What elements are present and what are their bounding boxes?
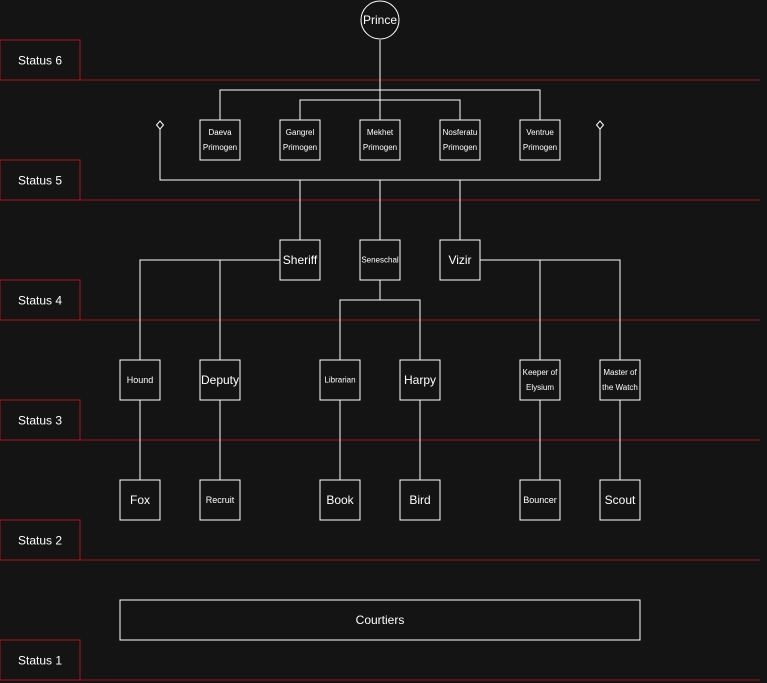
node-label: Seneschal [361,256,399,265]
node-label: Primogen [363,143,397,152]
node-label: Master of [603,368,637,377]
node-harpy[interactable]: Harpy [399,359,441,401]
connector-line [380,299,421,360]
node-label: Daeva [208,128,232,137]
status-label-s5: Status 5 [0,159,81,201]
edge-layer [139,40,621,480]
node-label: Courtiers [356,613,405,627]
node-scout[interactable]: Scout [599,479,641,521]
node-recruit[interactable]: Recruit [199,479,241,521]
diamond-end-icon [155,120,165,130]
node-label: Ventrue [526,128,554,137]
node-label: Primogen [523,143,557,152]
status-label-s1: Status 1 [0,639,81,681]
node-label: Mekhet [367,128,394,137]
node-label: Fox [130,493,150,507]
node-book[interactable]: Book [319,479,361,521]
node-librarian[interactable]: Librarian [319,359,361,401]
node-label: Sheriff [283,253,318,267]
node-sheriff[interactable]: Sheriff [279,239,321,281]
connector-line [299,99,461,120]
node-master[interactable]: Master of the Watch [599,359,641,401]
node-label: Vizir [448,253,471,267]
status-label-text: Status 2 [18,534,62,548]
status-label-s4: Status 4 [0,279,81,321]
node-label: Nosferatu [443,128,478,137]
diamond-end-icon [595,120,605,130]
node-label: Prince [363,13,397,27]
status-label-text: Status 5 [18,174,62,188]
status-label-s3: Status 3 [0,399,81,441]
node-label: Scout [605,493,636,507]
connector-line [219,89,541,120]
node-seneschal[interactable]: Seneschal [359,239,401,281]
node-label: Primogen [443,143,477,152]
connector-line [339,280,381,360]
connector-line [139,259,280,360]
node-label: Recruit [206,495,235,505]
node-label: Gangrel [286,128,315,137]
node-fox[interactable]: Fox [119,479,161,521]
node-hound[interactable]: Hound [119,359,161,401]
node-label: Elysium [526,383,554,392]
node-keeper[interactable]: Keeper of Elysium [519,359,561,401]
node-courtiers[interactable]: Courtiers [119,599,641,641]
node-label: Primogen [283,143,317,152]
connector-line [480,259,621,360]
status-label-s2: Status 2 [0,519,81,561]
status-label-text: Status 3 [18,414,62,428]
node-label: Bird [409,493,430,507]
node-deputy[interactable]: Deputy [199,359,241,401]
node-label: Keeper of [523,368,558,377]
status-label-text: Status 4 [18,294,62,308]
node-label: Harpy [404,373,436,387]
status-layer: Status 6 Status 5 Status 4 Status 3 Status 2… [0,39,760,681]
status-label-text: Status 6 [18,54,62,68]
node-bouncer[interactable]: Bouncer [519,479,561,521]
node-label: Primogen [203,143,237,152]
node-label: Book [326,493,354,507]
node-vizir[interactable]: Vizir [439,239,481,281]
status-label-text: Status 1 [18,654,62,668]
node-bird[interactable]: Bird [399,479,441,521]
node-label: Librarian [324,376,355,385]
node-layer: PrinceDaevaPrimogenGangrelPrimogenMekhet… [119,0,641,641]
node-label: Hound [127,375,154,385]
node-label: Deputy [201,373,239,387]
node-label: Bouncer [523,495,557,505]
node-prince[interactable]: Prince [360,0,400,40]
status-label-s6: Status 6 [0,39,81,81]
node-label: the Watch [602,383,638,392]
